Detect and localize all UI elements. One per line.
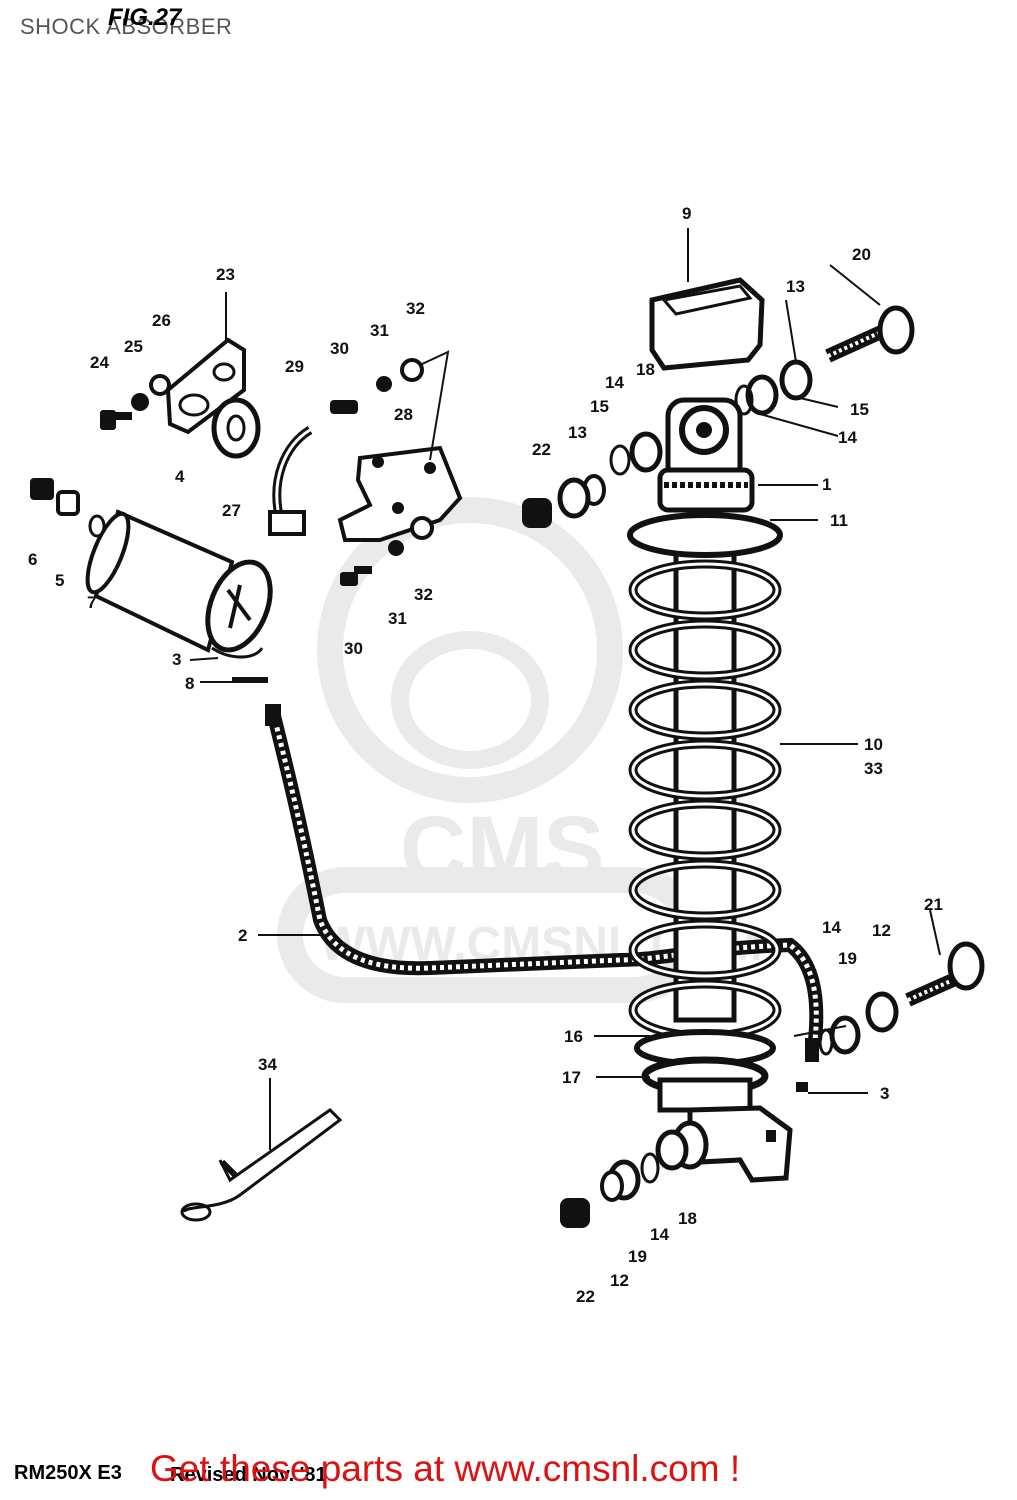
callout-25: 25 (124, 337, 143, 356)
callout-31: 31 (370, 321, 389, 340)
callout-33: 33 (864, 759, 883, 778)
callout-5: 5 (55, 571, 64, 590)
callout-26: 26 (152, 311, 171, 330)
callout-14: 14 (605, 373, 624, 392)
callout-32: 32 (406, 299, 425, 318)
callout-3b: 3 (880, 1084, 889, 1103)
callout-14c: 14 (822, 918, 841, 937)
callout-20: 20 (852, 245, 871, 264)
leader-lines (189, 228, 941, 1150)
callout-15: 15 (590, 397, 609, 416)
callout-labels: 1 2 3 3 4 5 6 7 8 9 10 33 11 12 12 13 13… (28, 204, 943, 1306)
callout-7: 7 (87, 593, 96, 612)
callout-1: 1 (822, 475, 831, 494)
callout-16: 16 (564, 1027, 583, 1046)
callout-11: 11 (830, 511, 848, 530)
callout-8: 8 (185, 674, 194, 693)
model-code: RM250X E3 (14, 1462, 122, 1484)
bracket-part-23 (100, 337, 261, 459)
callout-12b: 12 (610, 1271, 629, 1290)
callout-23: 23 (216, 265, 235, 284)
callout-30b: 30 (344, 639, 363, 658)
lower-washers (560, 991, 899, 1228)
callout-21: 21 (924, 895, 943, 914)
watermark-brand: CMS (400, 798, 604, 900)
callout-31b: 31 (388, 609, 407, 628)
callout-3: 3 (172, 650, 181, 669)
callout-32b: 32 (414, 585, 433, 604)
reservoir-part-4 (85, 509, 273, 683)
figure-label: FIG.27 (108, 4, 182, 31)
callout-12: 12 (872, 921, 891, 940)
callout-29: 29 (285, 357, 304, 376)
callout-18b: 18 (678, 1209, 697, 1228)
callout-28: 28 (394, 405, 413, 424)
callout-34: 34 (258, 1055, 277, 1074)
callout-27: 27 (222, 501, 241, 520)
callout-24: 24 (90, 353, 109, 372)
callout-6: 6 (28, 550, 37, 569)
callout-14b: 14 (838, 428, 857, 447)
callout-18: 18 (636, 360, 655, 379)
callout-14d: 14 (650, 1225, 669, 1244)
revision-note: Revised Nov. '81 (170, 1464, 327, 1486)
upper-washers (522, 359, 813, 528)
callout-4: 4 (175, 467, 185, 486)
callout-9: 9 (682, 204, 691, 223)
callout-22: 22 (532, 440, 551, 459)
parts-cta-link[interactable]: Get these parts at www.cmsnl.com ! (150, 1448, 741, 1489)
callout-19b: 19 (628, 1247, 647, 1266)
callout-30: 30 (330, 339, 349, 358)
callout-17: 17 (562, 1068, 581, 1087)
bolt-part-21 (905, 941, 985, 1007)
bracket-part-28 (330, 350, 463, 586)
tool-part-34 (180, 1108, 343, 1222)
callout-10: 10 (864, 735, 883, 754)
callout-13: 13 (786, 277, 805, 296)
cap-bolt-parts-5-6-7 (30, 478, 106, 538)
callout-13b: 13 (568, 423, 587, 442)
band-part-29 (268, 426, 313, 536)
bolt-part-20 (825, 305, 915, 363)
callout-2: 2 (238, 926, 247, 945)
hose-part-2 (265, 704, 824, 1062)
shock-absorber-body (627, 277, 793, 1183)
page-caption: SHOCK ABSORBER (20, 14, 233, 39)
callout-15b: 15 (850, 400, 869, 419)
callout-19: 19 (838, 949, 857, 968)
callout-22b: 22 (576, 1287, 595, 1306)
